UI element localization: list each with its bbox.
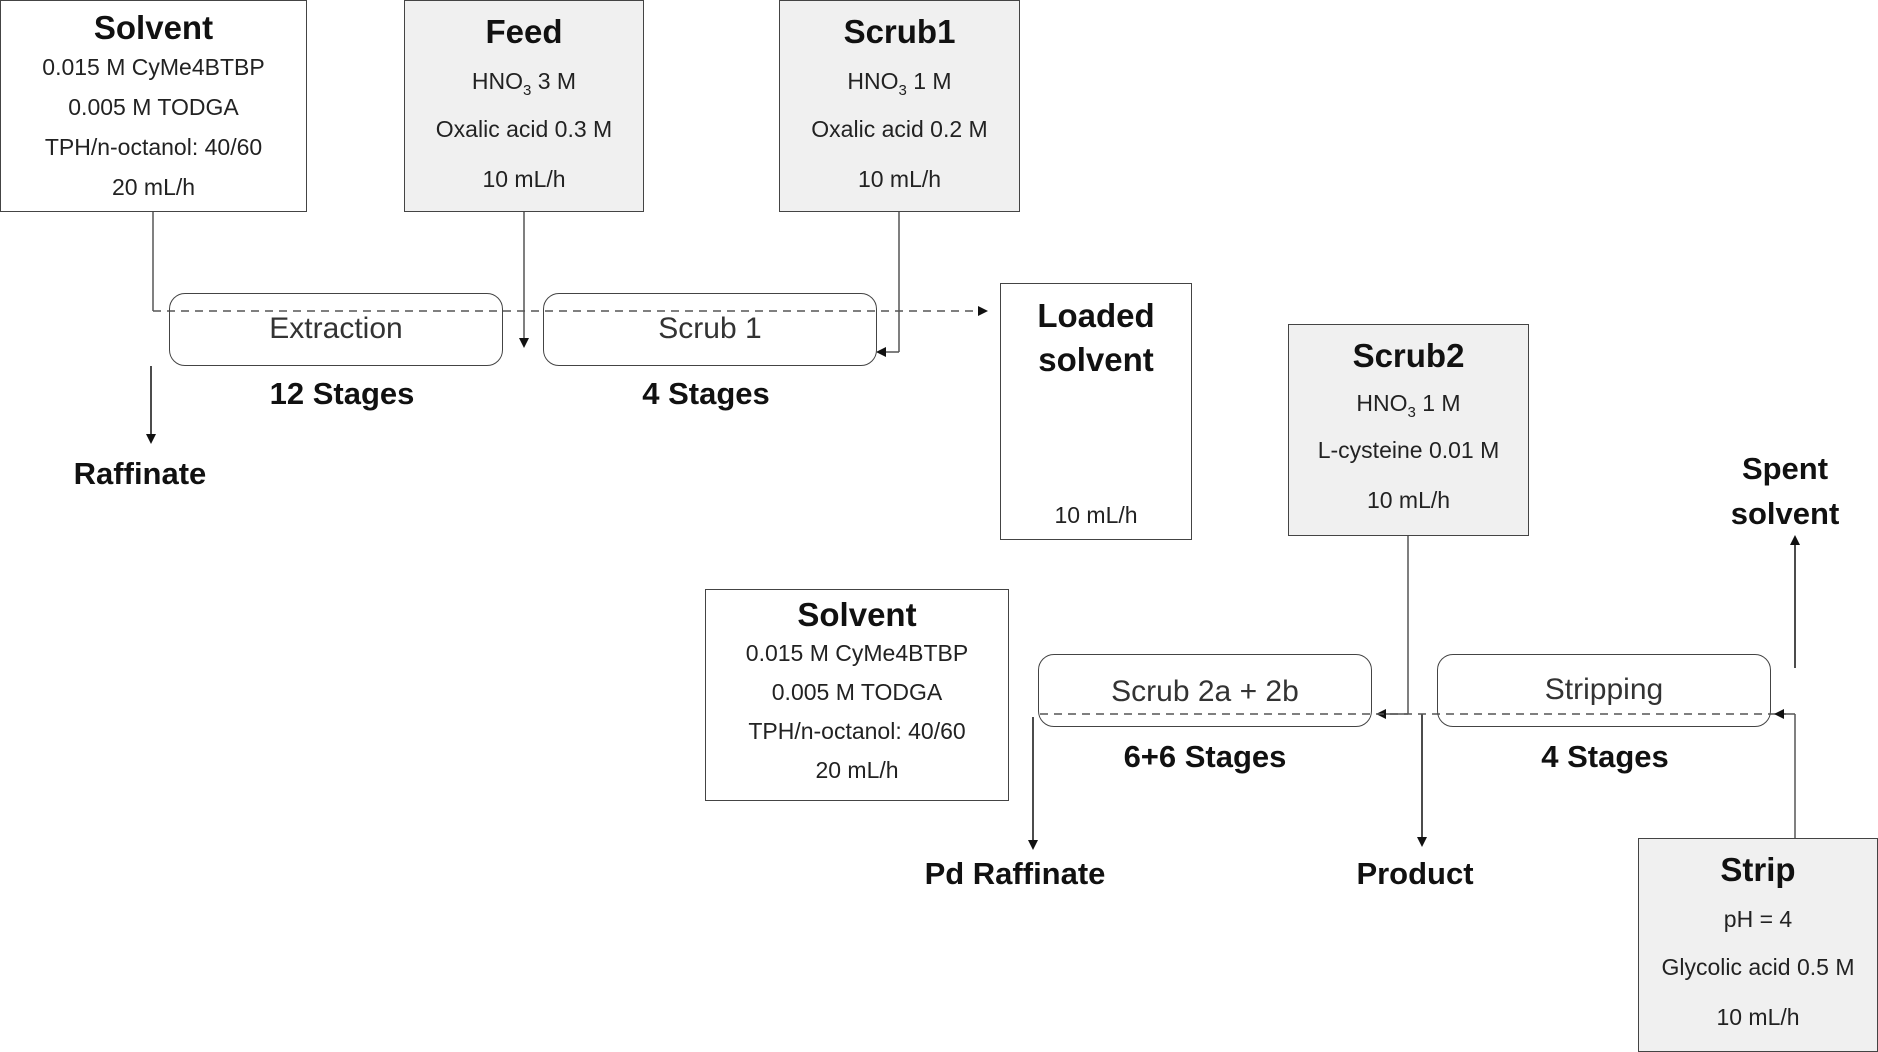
extraction-stage-count: 12 Stages (269, 376, 415, 411)
solvent-conc-2: 0.005 M TODGA (68, 94, 239, 120)
strip-glycolic: Glycolic acid 0.5 M (1661, 954, 1855, 980)
stripping-stage-label: Stripping (1544, 673, 1664, 706)
solvent2-conc-1: 0.015 M CyMe4BTBP (745, 640, 969, 666)
scrub2-stage: Scrub 2a + 2b (1038, 654, 1372, 727)
solvent2-diluent: TPH/n-octanol: 40/60 (748, 718, 966, 744)
solvent-box-bottom: Solvent 0.015 M CyMe4BTBP 0.005 M TODGA … (705, 589, 1009, 801)
scrub2-stage-count: 6+6 Stages (1123, 739, 1287, 774)
solvent-flow: 20 mL/h (111, 174, 196, 200)
feed-oxalic: Oxalic acid 0.3 M (435, 116, 613, 142)
solvent2-conc-2: 0.005 M TODGA (771, 679, 943, 705)
scrub2-cysteine: L-cysteine 0.01 M (1317, 437, 1500, 463)
scrub1-box: Scrub1 HNO3 1 M Oxalic acid 0.2 M 10 mL/… (779, 0, 1020, 212)
scrub1-stage-count: 4 Stages (642, 376, 770, 411)
loaded-solvent-box: Loaded solvent 10 mL/h (1000, 283, 1192, 540)
raffinate-label: Raffinate (73, 456, 207, 491)
extraction-label: Extraction (269, 312, 403, 345)
scrub1-stage: Scrub 1 (543, 293, 877, 366)
scrub1-hno3: HNO3 1 M (847, 68, 952, 99)
stripping-stage: Stripping (1437, 654, 1771, 727)
scrub2-box: Scrub2 HNO3 1 M L-cysteine 0.01 M 10 mL/… (1288, 324, 1529, 536)
extraction-stage: Extraction (169, 293, 503, 366)
strip-title: Strip (1720, 851, 1796, 888)
scrub1-title: Scrub1 (843, 13, 956, 50)
scrub1-stage-label: Scrub 1 (658, 312, 762, 345)
scrub1-flow: 10 mL/h (857, 166, 942, 192)
product-label: Product (1356, 856, 1474, 891)
feed-hno3: HNO3 3 M (471, 68, 577, 99)
stripping-stage-count: 4 Stages (1541, 739, 1669, 774)
solvent-diluent: TPH/n-octanol: 40/60 (44, 134, 263, 160)
solvent-conc-1: 0.015 M CyMe4BTBP (42, 54, 265, 80)
feed-title: Feed (485, 13, 563, 50)
loaded-solvent-title-1: Loaded (1037, 297, 1155, 334)
strip-box: Strip pH = 4 Glycolic acid 0.5 M 10 mL/h (1638, 838, 1878, 1052)
spent-solvent-label-1: Spent (1741, 451, 1829, 486)
feed-box: Feed HNO3 3 M Oxalic acid 0.3 M 10 mL/h (404, 0, 644, 212)
strip-ph: pH = 4 (1723, 906, 1793, 932)
scrub2-title: Scrub2 (1352, 337, 1465, 374)
pd-raffinate-label: Pd Raffinate (924, 856, 1106, 891)
scrub2-stage-label: Scrub 2a + 2b (1111, 675, 1299, 708)
scrub2-flow: 10 mL/h (1366, 487, 1451, 513)
loaded-solvent-title-2: solvent (1038, 341, 1154, 378)
strip-flow: 10 mL/h (1716, 1004, 1800, 1030)
solvent2-flow: 20 mL/h (815, 757, 899, 783)
spent-solvent-label-2: solvent (1730, 496, 1840, 531)
solvent2-title: Solvent (797, 596, 917, 633)
solvent-box-top: Solvent 0.015 M CyMe4BTBP 0.005 M TODGA … (0, 0, 307, 212)
scrub1-oxalic: Oxalic acid 0.2 M (811, 116, 988, 142)
solvent-title: Solvent (93, 9, 214, 46)
feed-flow: 10 mL/h (482, 166, 566, 192)
loaded-solvent-flow: 10 mL/h (1054, 502, 1138, 528)
scrub2-hno3: HNO3 1 M (1356, 390, 1461, 421)
